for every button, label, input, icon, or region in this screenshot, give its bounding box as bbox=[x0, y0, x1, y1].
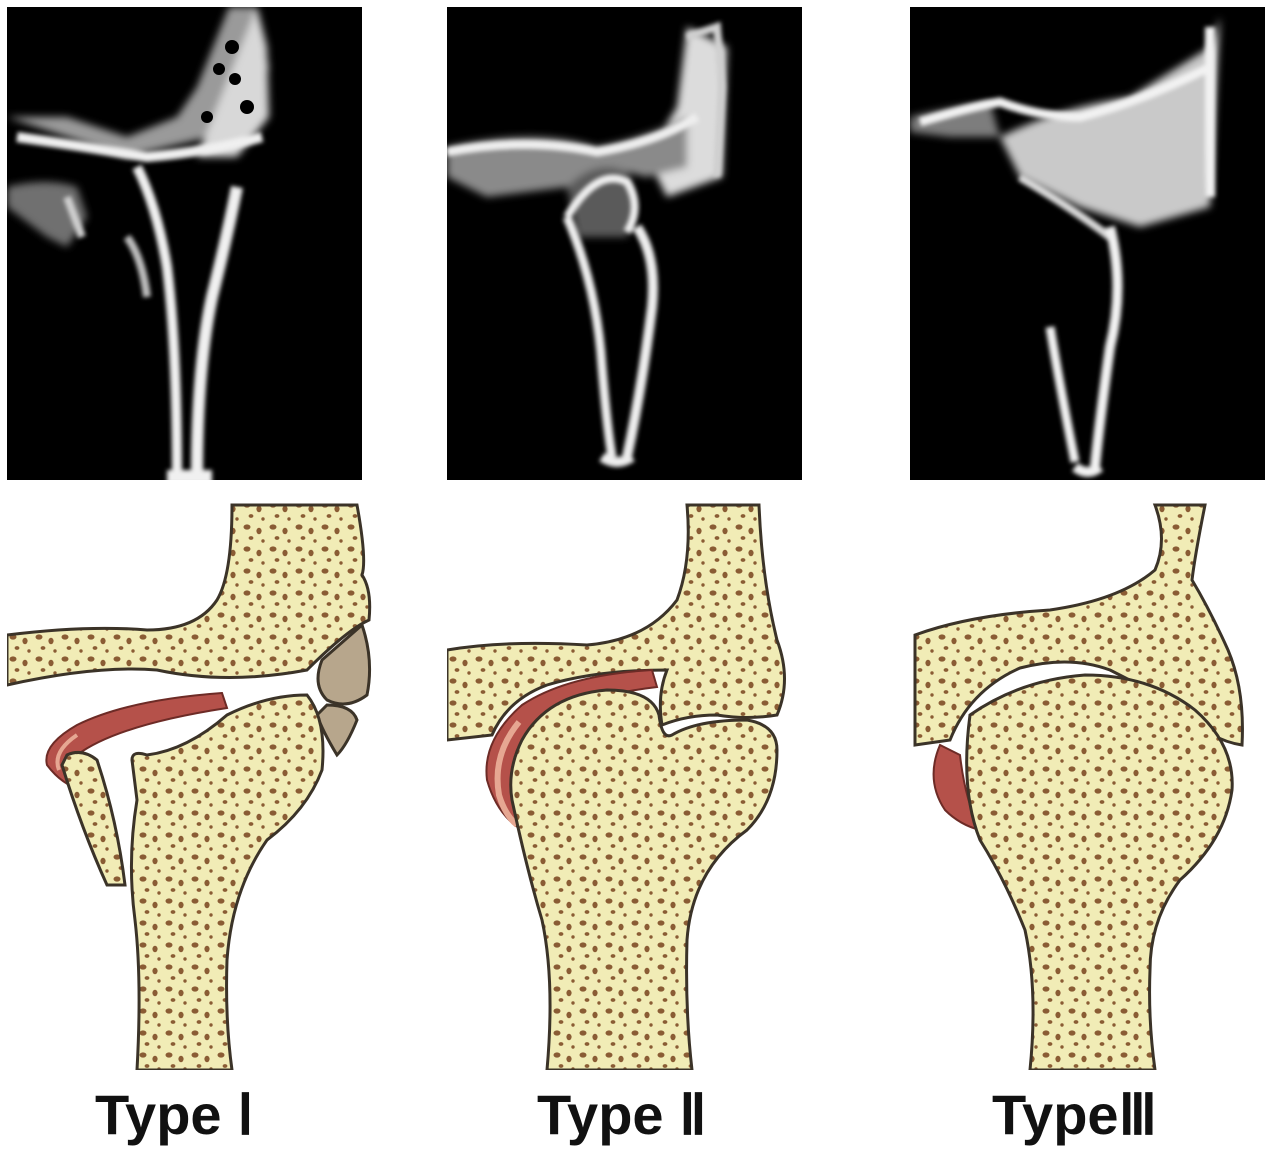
diagram-type-2 bbox=[447, 500, 807, 1070]
label-type-3: TypeⅢ bbox=[992, 1082, 1157, 1148]
ct-image-type-1 bbox=[7, 7, 362, 480]
diagram-type-1 bbox=[7, 500, 382, 1070]
ct-image-type-2 bbox=[447, 7, 802, 480]
label-type-1: Type Ⅰ bbox=[95, 1082, 254, 1148]
ct-image-type-3 bbox=[910, 7, 1265, 480]
label-type-2: Type Ⅱ bbox=[537, 1082, 707, 1148]
diagram-type-3 bbox=[910, 500, 1255, 1070]
